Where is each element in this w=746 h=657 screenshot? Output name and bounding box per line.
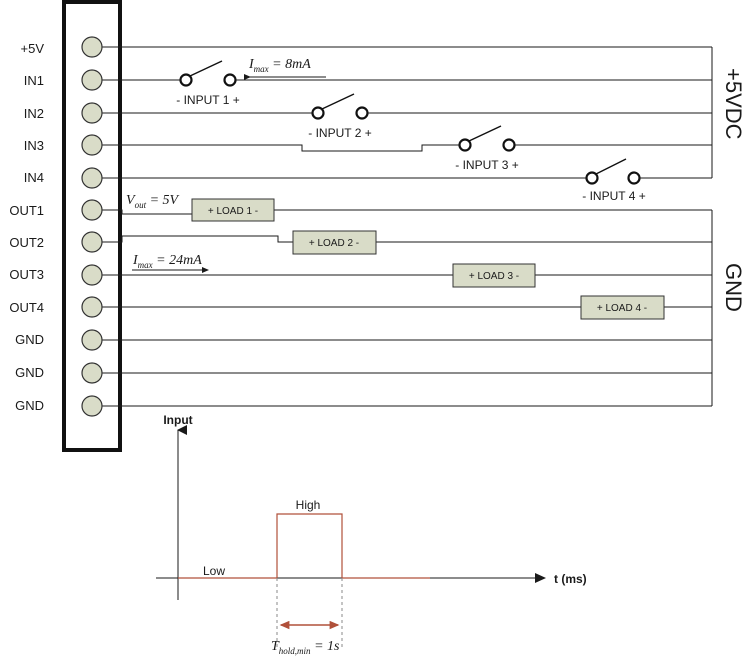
load-4: + LOAD 4 -	[580, 295, 665, 320]
terminal-label: OUT3	[9, 267, 44, 282]
input-label: - INPUT 4 +	[582, 189, 645, 203]
terminal-label: GND	[15, 332, 44, 347]
terminal-circles	[81, 36, 103, 417]
high-label: High	[296, 498, 321, 512]
terminal-label: IN1	[24, 73, 44, 88]
switch-contact-icon	[458, 138, 472, 152]
switch-contact-icon	[585, 171, 599, 185]
terminal-screw-icon	[81, 231, 103, 253]
timing-diagram: Input t (ms) Low High Thold,min = 1s	[156, 413, 587, 656]
terminal-screw-icon	[81, 102, 103, 124]
input-label: - INPUT 1 +	[176, 93, 239, 107]
input-switch-2: - INPUT 2 +	[308, 93, 372, 140]
input-switch-3: - INPUT 3 +	[455, 125, 519, 172]
thold-text: Thold,min = 1s	[271, 639, 340, 656]
imax-output-text: Imax = 24mA	[132, 253, 202, 270]
imax-output-annotation: Imax = 24mA	[132, 253, 209, 273]
terminal-screw-icon	[81, 264, 103, 286]
y-axis-label: Input	[163, 413, 192, 427]
x-axis-label: t (ms)	[554, 572, 587, 586]
terminal-label: GND	[15, 398, 44, 413]
imax-input-text: Imax = 8mA	[248, 57, 311, 74]
switch-contact-icon	[627, 171, 641, 185]
terminal-screw-icon	[81, 395, 103, 417]
switch-lever-icon	[595, 158, 627, 175]
terminal-screw-icon	[81, 167, 103, 189]
switch-contact-icon	[179, 73, 193, 87]
switch-contact-icon	[355, 106, 369, 120]
load-1: + LOAD 1 -	[191, 198, 275, 222]
vout-annotation: Vout = 5V	[126, 193, 180, 210]
terminal-screw-icon	[81, 329, 103, 351]
rail-label-5vdc: +5VDC	[721, 68, 746, 140]
imax-input-annotation: Imax = 8mA	[244, 57, 326, 80]
switch-lever-icon	[189, 60, 223, 77]
terminal-label: OUT1	[9, 203, 44, 218]
terminal-label: IN2	[24, 106, 44, 121]
terminal-label: IN3	[24, 138, 44, 153]
load-3: + LOAD 3 -	[452, 263, 536, 288]
terminal-label: OUT2	[9, 235, 44, 250]
load-label: + LOAD 1 -	[208, 206, 258, 217]
pulse-signal	[178, 513, 430, 579]
terminal-label: GND	[15, 365, 44, 380]
terminal-screw-icon	[81, 362, 103, 384]
input-switch-4: - INPUT 4 +	[582, 158, 646, 203]
load-label: + LOAD 4 -	[597, 303, 647, 314]
terminal-screw-icon	[81, 199, 103, 221]
switch-contact-icon	[223, 73, 237, 87]
switch-lever-icon	[321, 93, 355, 110]
load-label: + LOAD 3 -	[469, 271, 519, 282]
input-label: - INPUT 2 +	[308, 126, 371, 140]
switch-contact-icon	[502, 138, 516, 152]
terminal-labels: +5V IN1 IN2 IN3 IN4 OUT1 OUT2 OUT3 OUT4 …	[9, 41, 44, 413]
terminal-screw-icon	[81, 69, 103, 91]
terminal-screw-icon	[81, 36, 103, 58]
switch-lever-icon	[468, 125, 502, 142]
low-label: Low	[203, 564, 225, 578]
switch-contact-icon	[311, 106, 325, 120]
terminal-label: +5V	[21, 41, 45, 56]
terminal-label: OUT4	[9, 300, 44, 315]
load-2: + LOAD 2 -	[292, 230, 377, 255]
wires	[92, 46, 713, 407]
terminal-screw-icon	[81, 134, 103, 156]
terminal-screw-icon	[81, 296, 103, 318]
load-label: + LOAD 2 -	[309, 238, 359, 249]
rail-label-gnd: GND	[721, 263, 746, 312]
input-switch-1: - INPUT 1 +	[176, 60, 240, 107]
input-label: - INPUT 3 +	[455, 158, 518, 172]
vout-text: Vout = 5V	[126, 193, 180, 210]
terminal-label: IN4	[24, 170, 44, 185]
